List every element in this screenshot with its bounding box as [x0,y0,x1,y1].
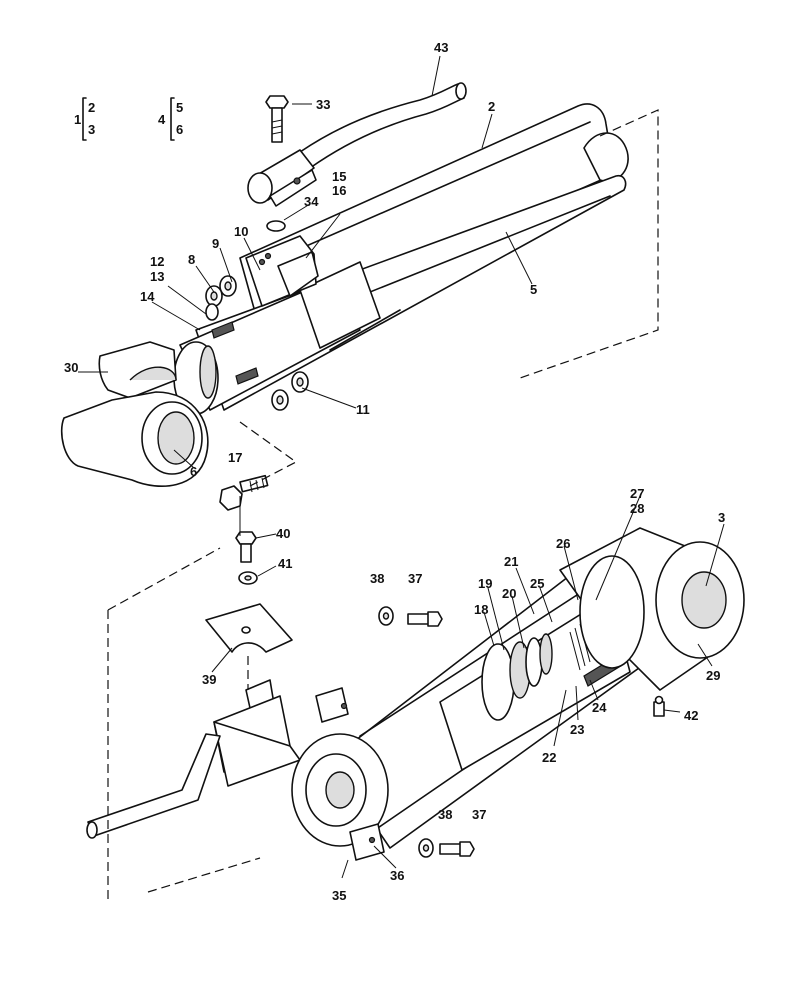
callout-9: 9 [212,236,219,251]
callout-12: 12 [150,254,164,269]
callout-30: 30 [64,360,78,375]
callout-41: 41 [278,556,292,571]
pipe-bracket [213,679,301,787]
bolt-37-upper [407,611,443,627]
legend-child-5: 5 [176,100,183,115]
callout-39: 39 [202,672,216,687]
bolt-17 [219,474,269,511]
legend-parent-1: 1 [74,112,81,127]
mounting-flange-35-36 [291,687,389,861]
callout-25: 25 [530,576,544,591]
callout-14: 14 [140,289,155,304]
rod-eye-cap-30 [98,341,177,399]
washer-38-lower [418,838,434,858]
legend-parent-4: 4 [158,112,166,127]
callout-6: 6 [190,464,197,479]
leader-lines [78,55,725,879]
callout-40: 40 [276,526,290,541]
bolt-37-lower [439,841,475,857]
callout-labels: 43 33 2 15 16 34 10 9 8 12 13 14 5 30 11… [64,40,725,903]
callout-26: 26 [556,536,570,551]
callout-38-upper: 38 [370,571,384,586]
seal-rings-8-14 [205,275,237,321]
bolt-33 [265,95,289,143]
callout-13: 13 [150,269,164,284]
grease-fitting-42 [653,695,665,717]
legend-child-6: 6 [176,122,183,137]
callout-35: 35 [332,888,346,903]
callout-38-lower: 38 [438,807,452,822]
callout-42: 42 [684,708,698,723]
lower-pipe [86,733,221,839]
legend-bracket-4 [170,97,175,141]
callout-3: 3 [718,510,725,525]
callout-2: 2 [488,99,495,114]
port-flange-block [245,235,319,307]
lower-assembly-frame [107,547,261,900]
callout-18: 18 [474,602,488,617]
callout-5: 5 [530,282,537,297]
callout-28: 28 [630,501,644,516]
callout-33: 33 [316,97,330,112]
callout-36: 36 [390,868,404,883]
callout-37-lower: 37 [472,807,486,822]
o-ring-34 [266,220,286,232]
callout-29: 29 [706,668,720,683]
callout-21: 21 [504,554,518,569]
callout-20: 20 [502,586,516,601]
hydraulic-pipe-43 [299,82,467,169]
cylinder-head-end [559,527,745,691]
callout-16: 16 [332,183,346,198]
callout-17: 17 [228,450,242,465]
lock-washer-41 [238,571,258,585]
upper-assembly-frame [519,109,659,379]
callout-11: 11 [356,402,370,417]
legend-bracket-1 [82,97,87,141]
legend-child-2: 2 [88,100,95,115]
rod-gland-assembly [173,261,381,415]
callout-19: 19 [478,576,492,591]
rod-eye-6 [60,391,209,487]
washer-38-upper [378,606,394,626]
callout-43: 43 [434,40,448,55]
callout-37-upper: 37 [408,571,422,586]
callout-10: 10 [234,224,248,239]
callout-22: 22 [542,750,556,765]
nuts-11 [271,371,309,411]
legend-child-3: 3 [88,122,95,137]
assembly-legend-1: 1 2 3 [74,97,95,141]
callout-8: 8 [188,252,195,267]
callout-27: 27 [630,486,644,501]
clamp-39 [205,603,293,653]
callout-23: 23 [570,722,584,737]
callout-24: 24 [592,700,607,715]
bolt-17-guide [239,421,298,487]
callout-34: 34 [304,194,319,209]
pipe-clamp-block [247,149,317,207]
assembly-legend-4: 4 5 6 [158,97,183,141]
bolt-40 [235,531,257,563]
callout-15: 15 [332,169,346,184]
